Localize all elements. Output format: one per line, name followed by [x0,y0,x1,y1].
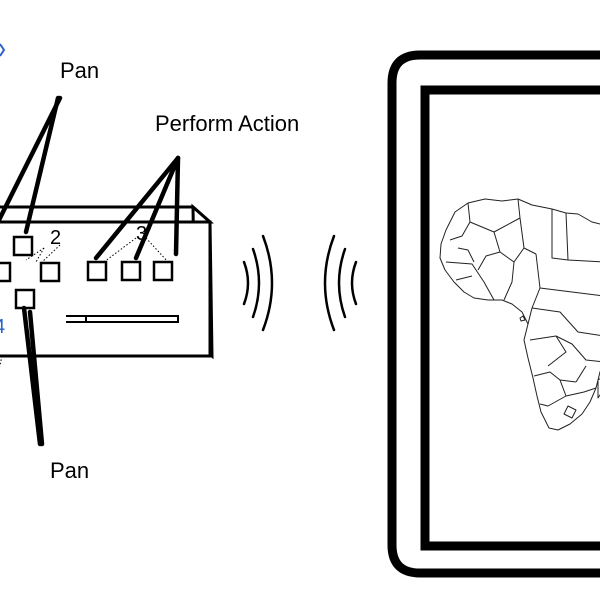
dpad-right-button[interactable] [39,261,61,283]
tablet-outer-frame [387,50,600,578]
button-group-4-label: 4 [0,316,5,338]
button-group-2-label: 2 [50,227,61,249]
pan-top-pointer-b [23,95,61,235]
tablet-device [387,50,600,578]
button-group-3-label: 3 [136,223,147,245]
pan-top-pointer-a [0,95,63,224]
blue-mark-top-left [0,43,6,57]
pan-top-label: Pan [60,58,99,83]
pan-bottom-pointer-b [27,309,45,447]
action-button-3[interactable] [152,260,174,282]
africa-map-icon[interactable] [439,198,600,431]
action-pointer-b [133,155,181,261]
action-button-2[interactable] [120,260,142,282]
wireless-signal-icon [242,234,358,332]
africa-borders [445,198,600,419]
dotted-guides [0,237,169,368]
dpad-up-button[interactable] [12,235,34,257]
controller-slider [66,315,179,323]
pan-bottom-pointer-a [21,305,43,447]
pointer-lines [0,95,181,447]
dpad-down-button[interactable] [14,288,36,310]
dpad-left-button[interactable] [0,261,12,283]
perform-action-label: Perform Action [155,111,299,136]
action-pointer-a [93,155,181,261]
island-1 [519,315,526,322]
pan-bottom-label: Pan [50,458,89,483]
action-pointer-c [173,155,181,257]
action-button-1[interactable] [86,260,108,282]
tablet-screen-border [420,85,600,551]
